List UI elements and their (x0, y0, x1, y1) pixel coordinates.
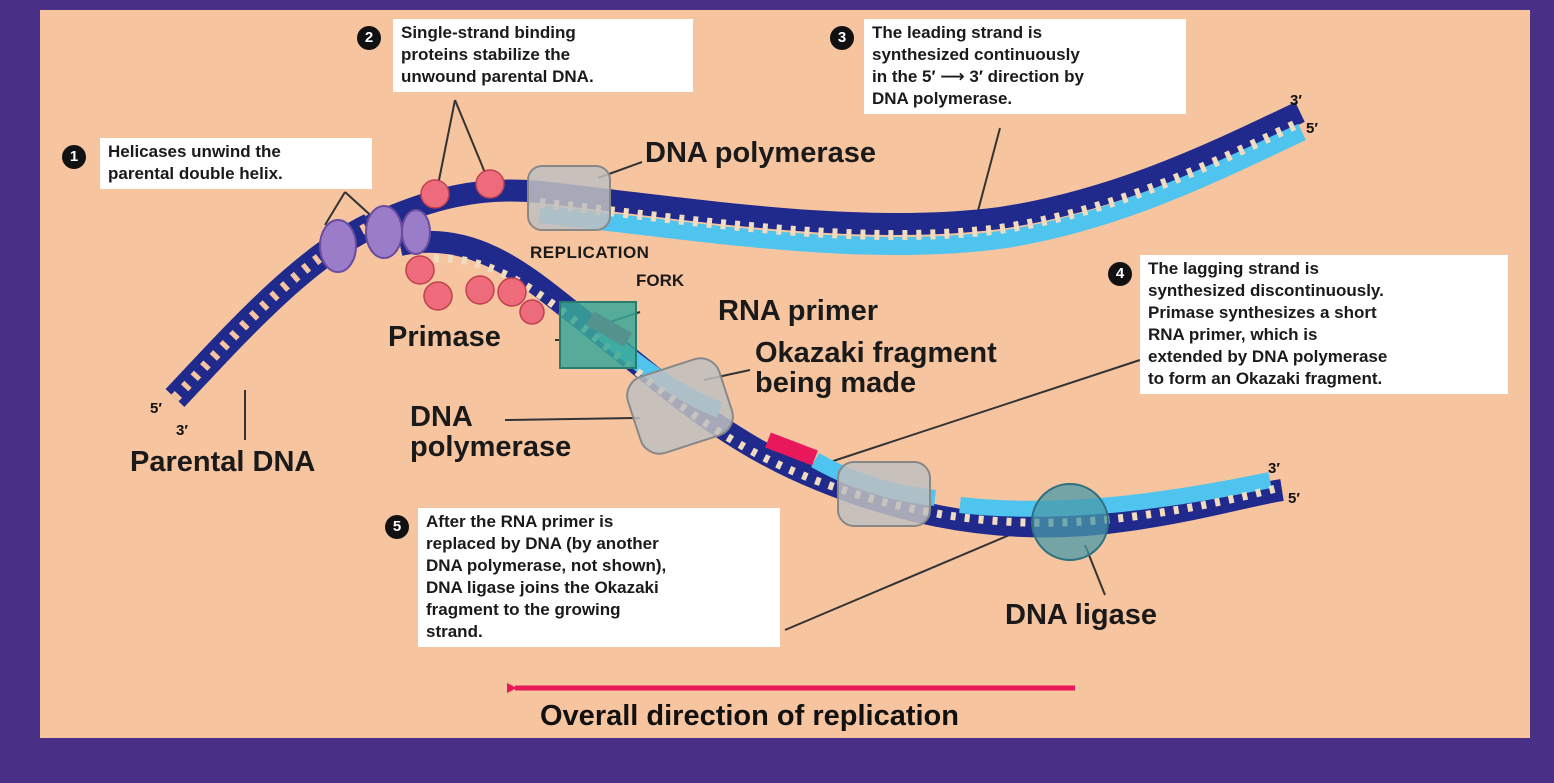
callout-helicase: Helicases unwind the parental double hel… (100, 138, 372, 189)
dna-polymerase-icon (528, 166, 610, 230)
callout-ssb: Single-strand binding proteins stabilize… (393, 19, 693, 92)
callout-line: RNA primer, which is (1148, 324, 1500, 346)
dna-polymerase-icon (838, 462, 930, 526)
end-label-left-5prime: 5′ (150, 400, 162, 417)
callout-line: proteins stabilize the (401, 44, 685, 66)
callout-line: DNA polymerase, not shown), (426, 555, 772, 577)
callout-line: synthesized discontinuously. (1148, 280, 1500, 302)
primase-enzyme-icon (560, 302, 636, 368)
callout-line: Primase synthesizes a short (1148, 302, 1500, 324)
dna-ligase-icon (1032, 484, 1108, 560)
callout-line: DNA polymerase. (872, 88, 1178, 110)
label-dna-ligase: DNA ligase (1005, 600, 1157, 630)
callout-line: parental double helix. (108, 163, 364, 185)
step-number-4: 4 (1108, 262, 1132, 286)
end-label-top-5prime: 5′ (1306, 120, 1318, 137)
callout-line: to form an Okazaki fragment. (1148, 368, 1500, 390)
label-rna-primer: RNA primer (718, 296, 878, 326)
callout-line: unwound parental DNA. (401, 66, 685, 88)
leading-template-strand (370, 112, 1300, 226)
label-parental-dna: Parental DNA (130, 447, 315, 477)
label-replication: REPLICATION (530, 244, 649, 262)
step-number-1: 1 (62, 145, 86, 169)
callout-line: fragment to the growing (426, 599, 772, 621)
end-label-bottom-5prime: 5′ (1288, 490, 1300, 507)
label-primase: Primase (388, 322, 501, 352)
callout-line: replaced by DNA (by another (426, 533, 772, 555)
end-label-left-3prime: 3′ (176, 422, 188, 439)
label-okazaki-fragment: Okazaki fragment being made (755, 338, 997, 399)
callout-line: The lagging strand is (1148, 258, 1500, 280)
callout-line: Single-strand binding (401, 22, 685, 44)
label-dna-polymerase-lagging: DNA polymerase (410, 402, 571, 463)
callout-leading-strand: The leading strand is synthesized contin… (864, 19, 1186, 114)
callout-line: extended by DNA polymerase (1148, 346, 1500, 368)
callout-line: in the 5′ ⟶ 3′ direction by (872, 66, 1178, 88)
label-dna-polymerase-leading: DNA polymerase (645, 138, 876, 168)
end-label-top-3prime: 3′ (1290, 92, 1302, 109)
callout-line: strand. (426, 621, 772, 643)
direction-label: Overall direction of replication (540, 700, 959, 733)
step-number-5: 5 (385, 515, 409, 539)
callout-line: The leading strand is (872, 22, 1178, 44)
callout-lagging-strand: The lagging strand is synthesized discon… (1140, 255, 1508, 394)
end-label-bottom-3prime: 3′ (1268, 460, 1280, 477)
step-number-3: 3 (830, 26, 854, 50)
callout-line: Helicases unwind the (108, 141, 364, 163)
callout-line: synthesized continuously (872, 44, 1178, 66)
callout-line: After the RNA primer is (426, 511, 772, 533)
label-fork: FORK (636, 272, 684, 290)
step-number-2: 2 (357, 26, 381, 50)
callout-ligase: After the RNA primer is replaced by DNA … (418, 508, 780, 647)
callout-line: DNA ligase joins the Okazaki (426, 577, 772, 599)
